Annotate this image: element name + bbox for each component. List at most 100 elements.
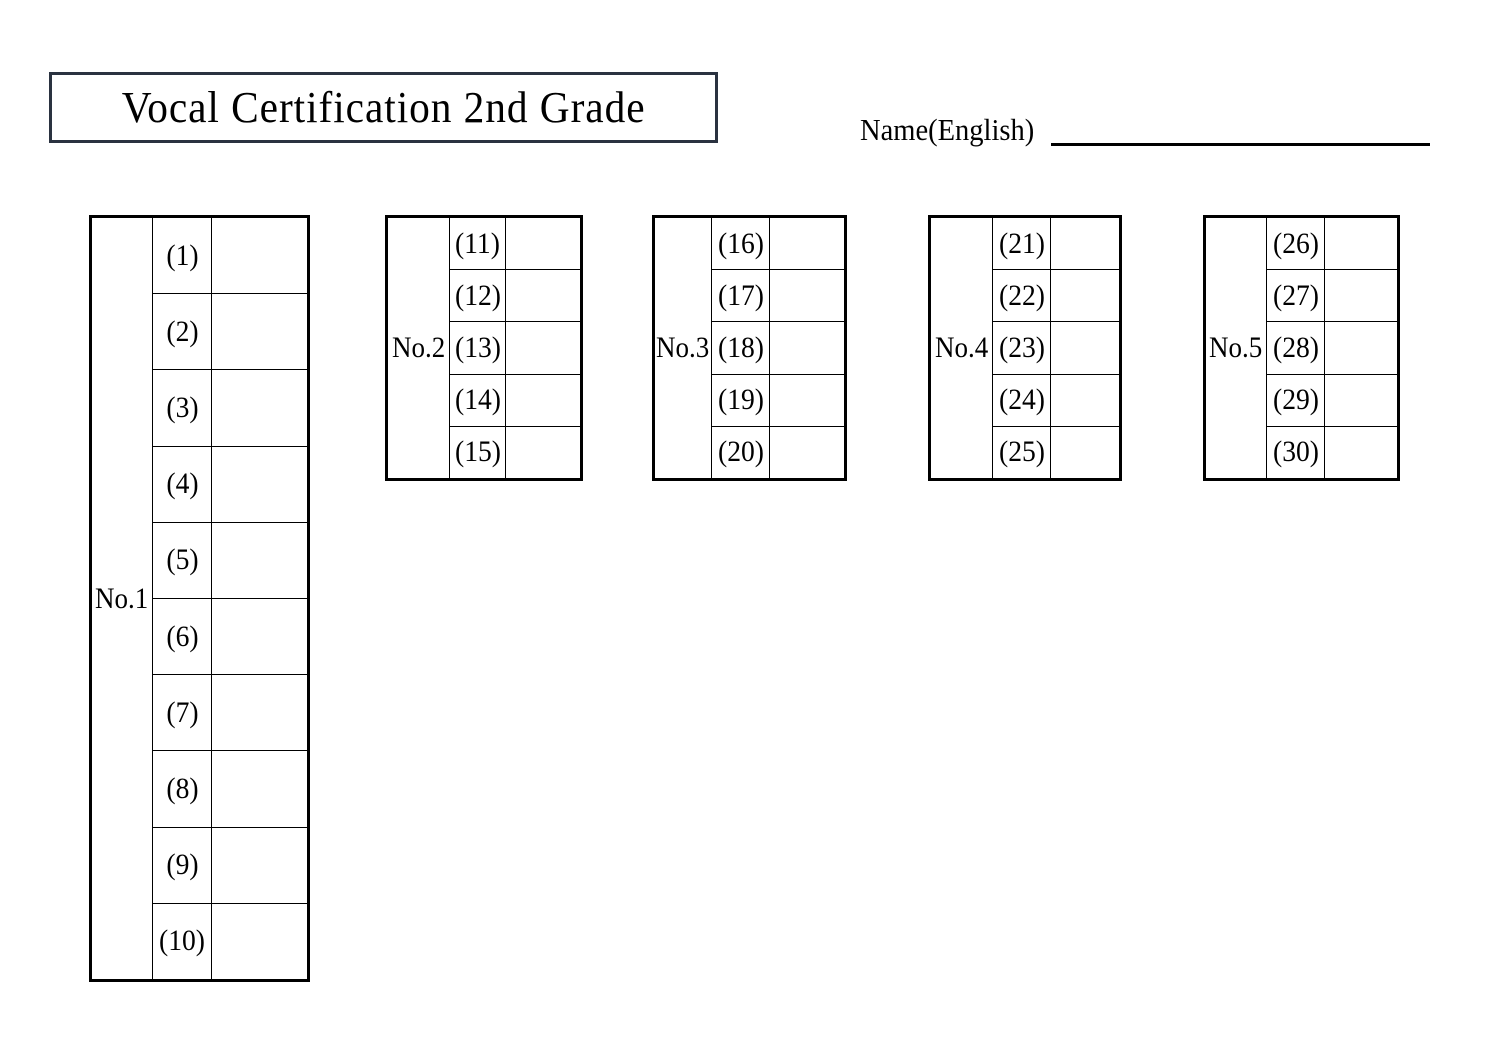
answer-cell[interactable]	[1325, 270, 1397, 321]
answer-table-no4: No.4(21)(22)(23)(24)(25)	[928, 215, 1122, 481]
question-number-cell: (21)	[993, 218, 1051, 270]
question-number: (12)	[454, 278, 501, 312]
answer-cell[interactable]	[506, 322, 580, 373]
question-number-cell: (5)	[153, 522, 212, 599]
question-number: (23)	[998, 331, 1045, 364]
question-number-cell: (4)	[153, 446, 212, 522]
answer-cell[interactable]	[770, 322, 844, 373]
answer-cell[interactable]	[212, 523, 307, 598]
table-row: (10)	[153, 903, 307, 980]
question-number-cell: (28)	[1267, 322, 1325, 374]
table-label-no3: No.3	[656, 331, 710, 364]
question-number-cell: (2)	[153, 294, 212, 370]
table-row: (5)	[153, 522, 307, 600]
question-number: (22)	[998, 278, 1045, 312]
table-row: (11)	[450, 218, 580, 271]
answer-cell[interactable]	[212, 599, 307, 674]
answer-cell[interactable]	[770, 218, 844, 269]
answer-cell[interactable]	[212, 904, 307, 979]
answer-cell[interactable]	[212, 370, 307, 445]
answer-table-no3: No.3 (16) (17) (18) (19) (20)	[652, 215, 847, 481]
table-rows-no3: (16) (17) (18) (19) (20)	[712, 218, 844, 479]
table-rows-no1: (1) (2) (3) (4)(5) (6) (7) (8) (9) (10)	[153, 218, 307, 980]
table-row: (16)	[712, 218, 844, 271]
page-title: Vocal Certification 2nd Grade	[121, 82, 646, 132]
question-number: (10)	[158, 924, 205, 958]
table-row: (4)	[153, 446, 307, 523]
table-row: (2)	[153, 294, 307, 371]
answer-cell[interactable]	[506, 270, 580, 321]
answer-cell[interactable]	[212, 294, 307, 369]
name-write-in-line[interactable]	[1051, 143, 1431, 146]
question-number: (21)	[998, 226, 1045, 260]
question-number: (27)	[1272, 278, 1319, 312]
answer-cell[interactable]	[506, 375, 580, 426]
question-number: (29)	[1272, 383, 1319, 417]
answer-cell[interactable]	[1325, 322, 1397, 373]
question-number: (25)	[998, 435, 1045, 469]
question-number: (16)	[717, 226, 764, 260]
answer-cell[interactable]	[1051, 218, 1119, 269]
name-field: Name(English)	[860, 108, 1431, 148]
question-number-cell: (13)	[450, 322, 506, 374]
table-label-cell-no3: No.3	[655, 218, 712, 478]
table-row: (15)	[450, 426, 580, 479]
answer-cell[interactable]	[1325, 375, 1397, 426]
answer-cell[interactable]	[212, 218, 307, 293]
question-number: (18)	[717, 331, 764, 364]
question-number-cell: (19)	[712, 374, 770, 426]
question-number: (11)	[455, 226, 500, 260]
table-row: (25)	[993, 426, 1119, 479]
answer-cell[interactable]	[212, 447, 307, 522]
question-number: (28)	[1272, 331, 1319, 364]
table-row: (29)	[1267, 374, 1397, 427]
answer-cell[interactable]	[1051, 322, 1119, 373]
table-rows-no4: (21) (22) (23) (24) (25)	[993, 218, 1119, 479]
answer-cell[interactable]	[1325, 427, 1397, 478]
table-label-cell-no1: No.1	[92, 218, 153, 979]
answer-cell[interactable]	[1051, 270, 1119, 321]
question-number: (24)	[998, 383, 1045, 417]
question-number-cell: (29)	[1267, 374, 1325, 426]
answer-cell[interactable]	[770, 427, 844, 478]
question-number-cell: (3)	[153, 370, 212, 446]
question-number: (8)	[165, 772, 199, 806]
question-number: (2)	[165, 314, 199, 348]
answer-cell[interactable]	[506, 218, 580, 269]
worksheet-title-box: Vocal Certification 2nd Grade	[49, 72, 718, 143]
question-number: (3)	[165, 391, 199, 424]
answer-cell[interactable]	[212, 675, 307, 750]
answer-cell[interactable]	[1325, 218, 1397, 269]
table-row: (13)	[450, 322, 580, 375]
question-number-cell: (9)	[153, 827, 212, 903]
question-number-cell: (10)	[153, 903, 212, 980]
table-row: (20)	[712, 426, 844, 479]
table-row: (9)	[153, 827, 307, 904]
table-row: (28)	[1267, 322, 1397, 375]
question-number: (13)	[454, 331, 501, 364]
question-number: (17)	[717, 278, 764, 312]
table-row: (17)	[712, 270, 844, 323]
question-number-cell: (14)	[450, 374, 506, 426]
answer-cell[interactable]	[770, 270, 844, 321]
question-number: (19)	[717, 383, 764, 417]
table-row: (7)	[153, 675, 307, 752]
question-number-cell: (20)	[712, 426, 770, 479]
question-number-cell: (23)	[993, 322, 1051, 374]
table-label-no5: No.5	[1209, 331, 1263, 364]
answer-cell[interactable]	[506, 427, 580, 478]
answer-cell[interactable]	[1051, 375, 1119, 426]
answer-cell[interactable]	[1051, 427, 1119, 478]
question-number-cell: (18)	[712, 322, 770, 374]
question-number: (1)	[165, 238, 199, 272]
table-rows-no2: (11) (12) (13) (14)(15)	[450, 218, 580, 479]
question-number-cell: (25)	[993, 426, 1051, 479]
answer-cell[interactable]	[770, 375, 844, 426]
answer-cell[interactable]	[212, 751, 307, 826]
question-number-cell: (11)	[450, 218, 506, 270]
table-row: (23)	[993, 322, 1119, 375]
answer-table-no2: No.2(11)(12)(13)(14)(15)	[385, 215, 583, 481]
question-number: (6)	[165, 619, 199, 653]
answer-cell[interactable]	[212, 828, 307, 903]
question-number-cell: (26)	[1267, 218, 1325, 270]
